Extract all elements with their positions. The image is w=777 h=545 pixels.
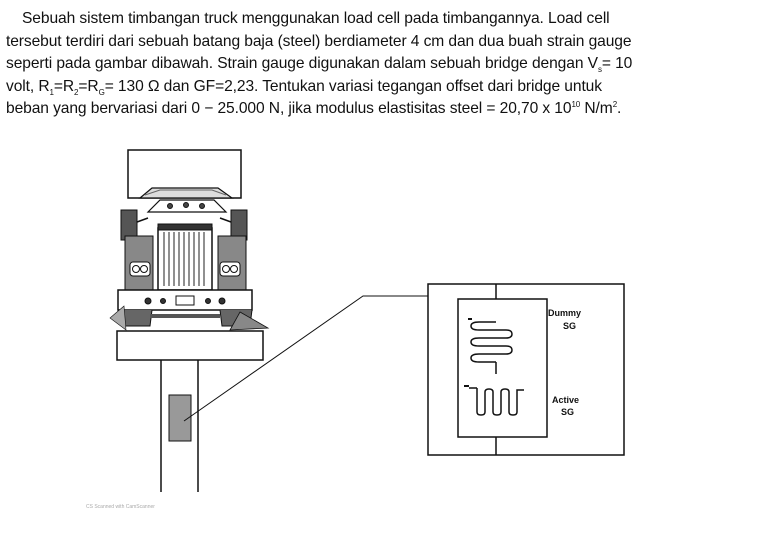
leader-line bbox=[183, 295, 428, 422]
dummy-label-line1: Dummy bbox=[548, 308, 581, 318]
truck-illustration bbox=[109, 149, 270, 331]
problem-line-5c: . bbox=[617, 100, 622, 117]
problem-text: Sebuah sistem timbangan truck menggunaka… bbox=[6, 8, 772, 121]
problem-line-4a: volt, R bbox=[6, 77, 50, 95]
strain-gauge-marker bbox=[168, 394, 192, 442]
load-cell-column bbox=[160, 360, 199, 492]
active-strain-gauge bbox=[464, 385, 524, 416]
scanner-watermark: CS Scanned with CamScanner bbox=[86, 504, 155, 510]
active-label-line2: SG bbox=[561, 407, 574, 417]
vs-value: = 10 bbox=[601, 55, 633, 72]
dummy-label-line2: SG bbox=[563, 321, 576, 331]
r2-subscript: 2 bbox=[74, 87, 79, 97]
scale-platform bbox=[116, 330, 264, 361]
problem-line-4c: =R bbox=[78, 77, 99, 95]
dummy-strain-gauge bbox=[468, 318, 513, 374]
enlarged-steel-bar bbox=[457, 284, 548, 455]
problem-line-1: Sebuah sistem timbangan truck menggunaka… bbox=[22, 10, 610, 27]
r1-subscript: 1 bbox=[49, 87, 54, 97]
problem-line-2: tersebut terdiri dari sebuah batang baja… bbox=[6, 32, 632, 50]
exponent-2: 2 bbox=[612, 99, 618, 109]
exponent-10: 10 bbox=[571, 99, 581, 109]
problem-line-5a: beban yang bervariasi dari 0 − 25.000 N,… bbox=[6, 100, 572, 117]
problem-line-3: seperti pada gambar dibawah. Strain gaug… bbox=[6, 55, 598, 72]
vs-subscript: s bbox=[597, 65, 602, 75]
problem-line-4d: = 130 Ω dan GF=2,23. Tentukan variasi te… bbox=[104, 77, 602, 95]
problem-line-5b: N/m bbox=[580, 100, 613, 117]
active-label-line1: Active bbox=[552, 395, 579, 405]
rg-subscript: G bbox=[98, 87, 105, 97]
problem-line-4b: =R bbox=[53, 77, 75, 95]
